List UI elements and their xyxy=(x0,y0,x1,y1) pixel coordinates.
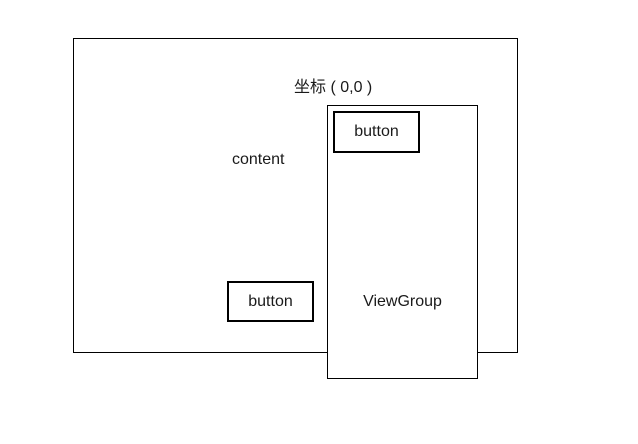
viewgroup-label: ViewGroup xyxy=(363,293,442,310)
content-label: content xyxy=(232,151,285,168)
content-container-box: content button xyxy=(73,38,518,353)
viewgroup-box: button ViewGroup xyxy=(327,105,478,379)
content-button-label: button xyxy=(248,292,293,310)
content-button-box: button xyxy=(227,281,314,322)
origin-coordinate-label: 坐标 ( 0,0 ) xyxy=(294,79,373,96)
viewgroup-button-label: button xyxy=(354,123,399,140)
viewgroup-button-box: button xyxy=(333,111,420,153)
